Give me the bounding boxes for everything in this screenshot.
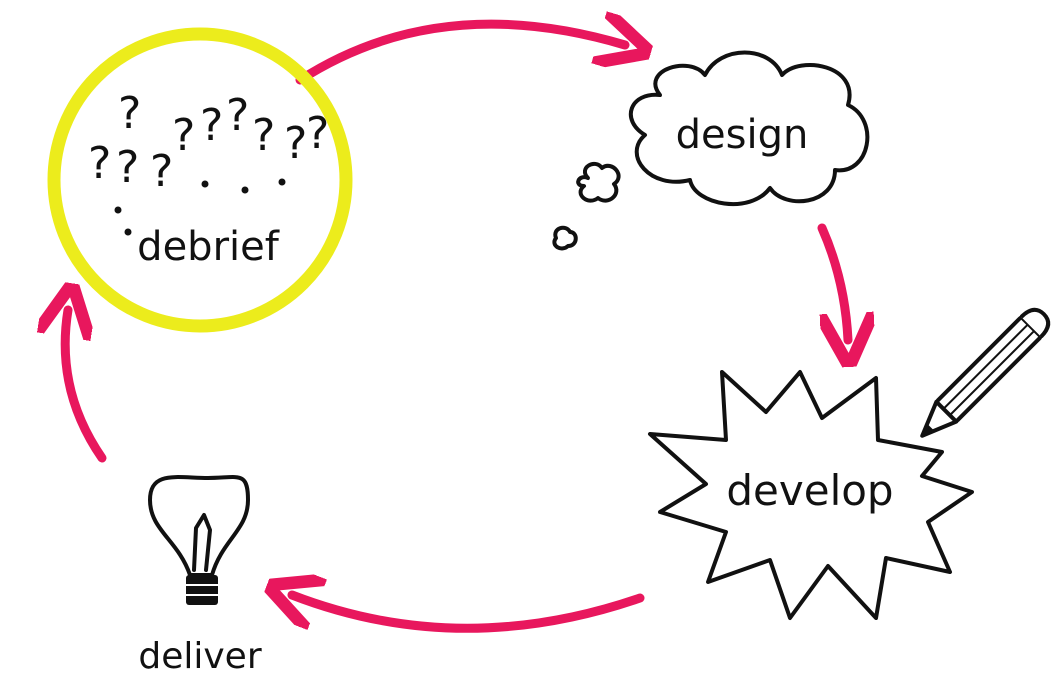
develop-stage: develop <box>648 370 974 620</box>
question-mark: ? <box>200 100 223 151</box>
question-marks: ? ? ? ? ? ? ? ? ? ? <box>88 88 329 197</box>
deliver-label: deliver <box>138 636 261 677</box>
arrow-design-to-develop <box>817 223 848 340</box>
question-mark: ? <box>116 142 139 193</box>
design-label: design <box>676 112 809 158</box>
lightbulb-icon <box>148 475 250 605</box>
thought-bubble-tiny <box>552 225 578 251</box>
question-mark: ? <box>88 138 111 189</box>
pencil-icon <box>920 307 1051 438</box>
develop-label: develop <box>726 466 893 515</box>
debrief-stage: ? ? ? ? ? ? ? ? ? ? debrief <box>47 27 353 333</box>
question-mark: ? <box>172 110 195 161</box>
question-mark: ? <box>150 146 173 197</box>
arrow-develop-to-deliver <box>292 595 645 633</box>
thought-cloud-icon <box>628 50 870 206</box>
debrief-label: debrief <box>137 224 280 270</box>
arrow-deliver-to-debrief <box>65 310 107 463</box>
question-mark: ? <box>226 90 249 141</box>
thought-bubble-small <box>576 161 621 203</box>
scatter-dots <box>114 178 286 236</box>
highlight-circle-icon <box>47 27 353 333</box>
question-mark: ? <box>306 108 329 159</box>
question-mark: ? <box>252 110 275 161</box>
question-mark: ? <box>284 118 307 169</box>
design-stage: design <box>552 50 870 251</box>
explosion-burst-icon <box>648 370 974 620</box>
arrow-debrief-to-design <box>295 24 625 85</box>
deliver-stage: deliver <box>138 475 262 677</box>
question-mark: ? <box>118 88 141 139</box>
